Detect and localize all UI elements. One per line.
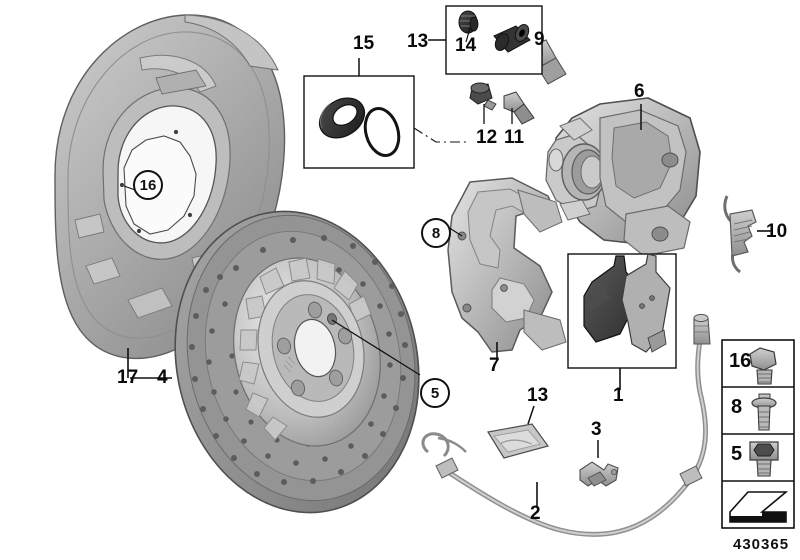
callout-8: 8: [421, 218, 451, 248]
legend-number-16: 16: [729, 350, 752, 372]
label-2: 2: [530, 503, 541, 524]
part-piston-seal: [363, 107, 401, 157]
part-dust-boot: [318, 97, 366, 139]
part-bleeder-screw: [503, 91, 535, 125]
label-1: 1: [613, 385, 624, 406]
flange-head-bolt-icon: [751, 393, 777, 431]
drawing-part-number: 430365: [733, 536, 790, 553]
part-wear-sensor: [421, 313, 711, 537]
label-9: 9: [534, 29, 545, 50]
part-guide-pin-sleeve: [493, 23, 531, 53]
part-guide-pin-bellows: [458, 10, 479, 43]
label-12: 12: [476, 127, 498, 148]
callout-16: 16: [133, 170, 163, 200]
label-4: 4: [157, 367, 168, 388]
label-13-bottom: 13: [527, 385, 549, 406]
part-caliper-housing: [545, 97, 701, 257]
label-7: 7: [489, 355, 500, 376]
legend-number-5: 5: [731, 443, 743, 465]
label-17: 17: [117, 367, 139, 388]
label-15: 15: [353, 33, 375, 54]
part-grease-packet: [487, 405, 549, 459]
hex-head-bolt-icon: [749, 347, 777, 385]
part-brake-disc: ///: [130, 210, 421, 514]
legend-number-8: 8: [731, 396, 743, 418]
label-10: 10: [766, 221, 788, 242]
part-brake-dust-shield: [54, 14, 286, 378]
forward-direction-arrow-icon: [729, 491, 789, 523]
part-seal-kit-box: [303, 58, 470, 169]
label-3: 3: [591, 419, 602, 440]
label-6: 6: [634, 81, 645, 102]
label-11: 11: [504, 127, 525, 148]
label-14: 14: [455, 35, 477, 56]
part-sensor-clip: [579, 440, 619, 487]
part-brake-pad-box: [567, 253, 677, 390]
part-retaining-spring: [723, 195, 772, 274]
legend-box: [721, 339, 795, 529]
svg-text:///: ///: [279, 354, 299, 373]
label-13-top: 13: [407, 31, 429, 52]
part-brake-pad-outer: [621, 253, 671, 353]
part-bleeder-cap: [469, 82, 497, 124]
part-guide-pin-boot-box: [428, 5, 543, 75]
socket-head-bolt-icon: [749, 441, 779, 477]
callout-5: 5: [420, 378, 450, 408]
part-caliper-carrier: [439, 177, 567, 360]
